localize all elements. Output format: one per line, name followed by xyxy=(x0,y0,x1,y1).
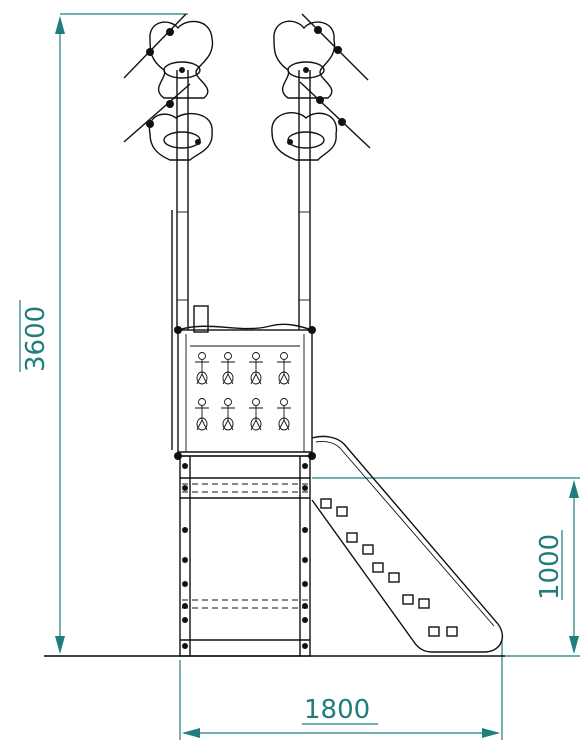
dimension-label-1800: 1800 xyxy=(304,695,370,725)
bolt xyxy=(302,485,308,491)
right-pole xyxy=(298,70,311,330)
bolt xyxy=(182,617,188,623)
climbing-hold xyxy=(402,594,414,605)
bolt xyxy=(182,527,188,533)
bolt xyxy=(182,603,188,609)
climbing-hold xyxy=(346,532,358,543)
climbing-hold xyxy=(372,562,384,573)
climbing-hold xyxy=(388,572,400,583)
climbing-hold xyxy=(320,498,332,509)
left-ornament-bottom xyxy=(123,83,213,161)
base-bolts xyxy=(182,463,308,649)
bolt xyxy=(182,581,188,587)
panel-figure xyxy=(277,352,291,385)
bolt xyxy=(302,603,308,609)
dimension-label-3600: 3600 xyxy=(21,306,51,372)
panel-figure xyxy=(195,398,209,431)
bolt xyxy=(302,527,308,533)
bolt xyxy=(302,557,308,563)
climbing-hold xyxy=(428,626,440,637)
panel-figure xyxy=(221,352,235,385)
panel-figure xyxy=(249,398,263,431)
bolt xyxy=(182,557,188,563)
bolt xyxy=(302,463,308,469)
panel-figures xyxy=(195,352,291,431)
climbing-hold xyxy=(362,544,374,555)
climbing-hold xyxy=(336,506,348,517)
right-ornament-bottom xyxy=(271,81,371,161)
panel-figure xyxy=(277,398,291,431)
panel-figure xyxy=(221,398,235,431)
bolt xyxy=(182,643,188,649)
right-ornament-top xyxy=(273,13,369,99)
dimension-height-total: 3600 xyxy=(19,13,188,657)
upper-panel xyxy=(174,305,316,460)
bolt xyxy=(302,617,308,623)
side-slide xyxy=(311,435,503,653)
dimension-width-total: 1800 xyxy=(179,640,503,740)
left-ornament-top xyxy=(123,13,214,99)
panel-figure xyxy=(195,352,209,385)
dimension-label-1000: 1000 xyxy=(535,534,565,600)
bolt xyxy=(182,463,188,469)
climbing-hold xyxy=(418,598,430,609)
bolt xyxy=(302,581,308,587)
dimension-height-platform: 1000 xyxy=(312,477,580,657)
panel-figure xyxy=(249,352,263,385)
climbing-hold xyxy=(446,626,458,637)
lower-base xyxy=(179,455,311,657)
bolt xyxy=(182,485,188,491)
slide-climbing-holds xyxy=(320,498,458,637)
bolt xyxy=(302,643,308,649)
